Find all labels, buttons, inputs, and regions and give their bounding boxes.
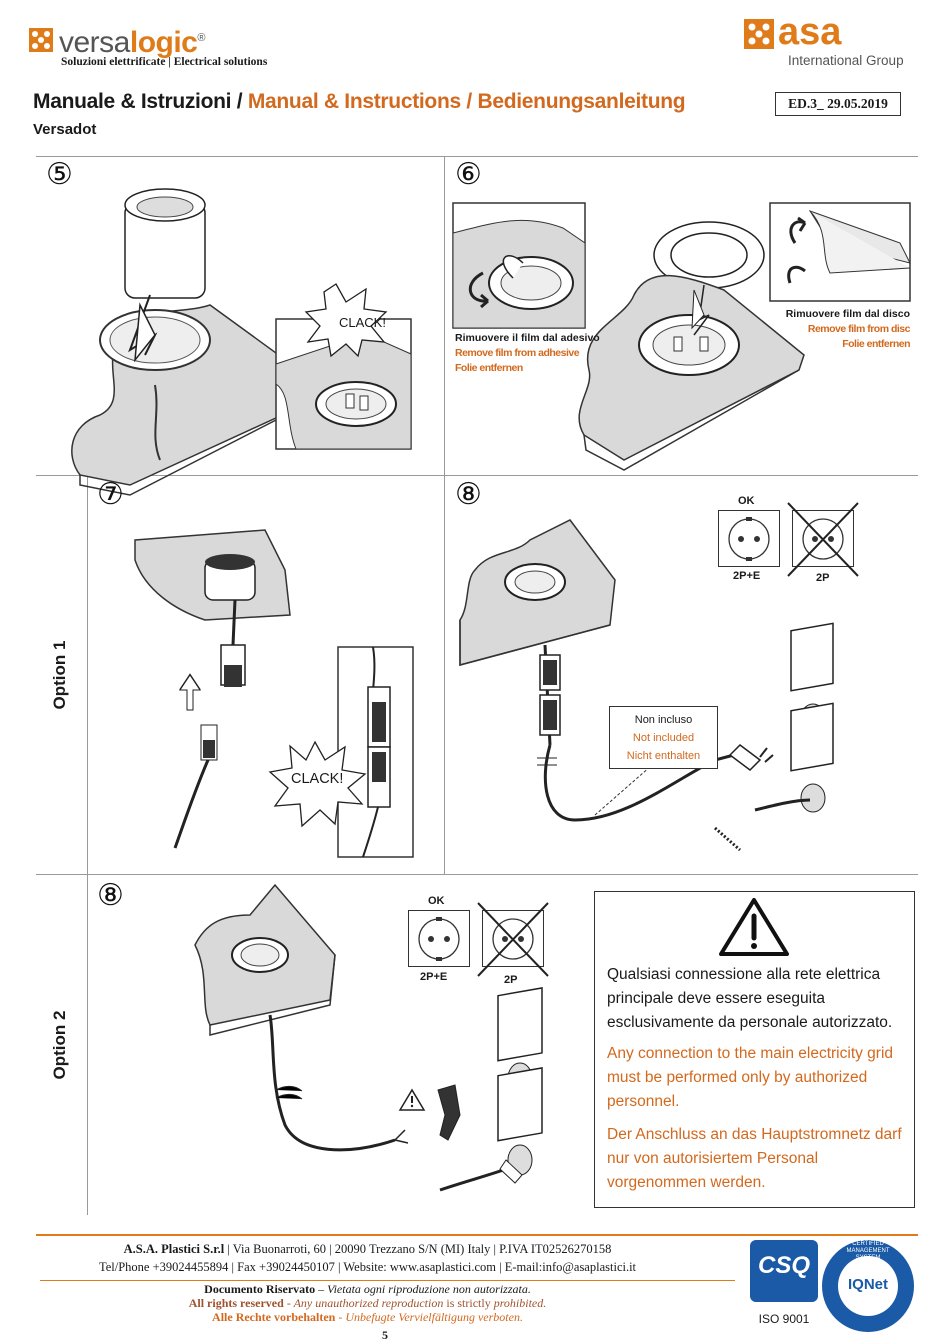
warning-triangle-icon <box>719 898 789 956</box>
csq-badge <box>750 1240 818 1302</box>
step-7-number: ⑦ <box>97 477 124 512</box>
asa-wordmark: asa <box>778 11 842 53</box>
step-5-number: ⑤ <box>46 157 73 192</box>
step-7-detail <box>337 646 414 858</box>
warning-text-it: Qualsiasi connessione alla rete elettric… <box>607 966 893 1031</box>
socket-ok-label-a: OK <box>738 495 755 507</box>
socket-2pe-label-b: 2P+E <box>420 971 448 983</box>
asa-mark-icon <box>744 19 774 49</box>
clack-label-lower: CLACK! <box>291 771 344 787</box>
iqnet-seal-icon <box>822 1240 914 1332</box>
footer-company: A.S.A. Plastici S.r.l <box>123 1242 225 1256</box>
step-5-detail <box>275 283 412 450</box>
socket-ok-2pe-b <box>408 910 470 967</box>
socket-ok-label-b: OK <box>428 895 445 907</box>
asa-subtitle: International Group <box>788 53 904 68</box>
crossed-socket-icon <box>787 502 859 577</box>
footer-address: A.S.A. Plastici S.r.l | Via Buonarroti, … <box>0 1241 735 1257</box>
iqnet-ring-text: CERTIFIED MANAGEMENT SYSTEM <box>846 1241 890 1261</box>
page-number: 5 <box>382 1328 388 1342</box>
crossed-socket-icon <box>477 902 549 977</box>
brand-tagline: Soluzioni elettrificate | Electrical sol… <box>61 56 268 68</box>
product-name: Versadot <box>33 121 97 138</box>
title-it: Manuale & Istruzioni / <box>33 90 243 113</box>
caption-disc-it: Rimuovere film dal disco <box>785 308 910 320</box>
warning-box: Qualsiasi connessione alla rete elettric… <box>594 891 915 1208</box>
socket-ok-2pe-a <box>718 510 780 567</box>
footer-reserved-en: All rights reserved - Any unauthorized r… <box>0 1296 735 1310</box>
not-included-de: Nicht enthalten <box>626 750 701 762</box>
schuko-socket-icon <box>418 917 460 961</box>
brand-prefix: versa <box>59 26 130 59</box>
not-included-it: Non incluso <box>634 714 693 726</box>
socket-no-2p-b <box>477 902 549 977</box>
footer-reserved-en-a: - Any unauthorized reproduction <box>283 1296 447 1310</box>
clack-label-top: CLACK! <box>339 315 386 330</box>
not-included-box: Non incluso Not included Nicht enthalten <box>609 706 718 769</box>
not-included-en: Not included <box>632 732 695 744</box>
step-8b-illustration <box>194 883 543 1192</box>
caption-adhesive-it: Rimuovere il film dal adesivo <box>455 332 600 344</box>
footer-reserved-en-bold: All rights reserved <box>188 1296 284 1310</box>
step-6-number: ⑥ <box>455 157 482 192</box>
footer-reserved-en-c: prohibited. <box>493 1296 547 1310</box>
grid-line-row2 <box>36 475 918 476</box>
footer-contacts: Tel/Phone +39024455894 | Fax +3902445010… <box>98 1260 637 1274</box>
grid-line-top <box>36 156 918 157</box>
step-7-illustration <box>134 529 291 849</box>
csq-iso-label: ISO 9001 <box>758 1312 810 1326</box>
csq-logo: CSQ ISO 9001 <box>750 1240 820 1330</box>
footer-separator <box>36 1234 918 1236</box>
grid-line-row3 <box>36 874 918 875</box>
footer-reserved-it: Documento Riservato – Vietata ogni ripro… <box>0 1282 735 1296</box>
footer-reserved-de-bold: Alle Rechte vorbehalten <box>212 1310 336 1324</box>
option-2-label: Option 2 <box>50 1010 69 1080</box>
socket-2p-label-b: 2P <box>504 974 518 986</box>
versalogic-logo: versalogic® Soluzioni elettrificate | El… <box>29 21 329 71</box>
step-6-detail-disc <box>769 202 911 302</box>
footer-address-line: | Via Buonarroti, 60 | 20090 Trezzano S/… <box>224 1242 612 1256</box>
option-1-label: Option 1 <box>50 640 69 710</box>
socket-no-2p-a <box>787 502 859 577</box>
step-6-detail-adhesive <box>452 202 586 329</box>
footer-reserved-en-b: is strictly <box>446 1296 494 1310</box>
footer-reserved-it-bold: Documento Riservato <box>204 1282 316 1296</box>
iqnet-wordmark: IQNet <box>847 1276 888 1293</box>
socket-2pe-label-a: 2P+E <box>733 570 761 582</box>
caption-adhesive-de: Folie entfernen <box>455 362 523 374</box>
warning-text-en: Any connection to the main electricity g… <box>607 1045 894 1110</box>
step-5-illustration <box>71 188 321 496</box>
asa-logo: asa International Group <box>744 11 904 73</box>
grid-line-center <box>444 156 445 874</box>
page-title: Manuale & Istruzioni / Manual & Instruct… <box>33 90 686 114</box>
caption-remove-disc: Rimuovere film dal disco Remove film fro… <box>745 307 911 352</box>
footer-reserved-it-text: – Vietata ogni riproduzione non autorizz… <box>315 1282 531 1296</box>
clack-burst-lower <box>268 740 367 828</box>
caption-adhesive-en: Remove film from adhesive <box>455 347 580 359</box>
step-8a-illustration <box>459 519 834 852</box>
brand-suffix: logic <box>129 26 198 59</box>
step-6-illustration <box>578 221 805 471</box>
grid-line-option-col <box>87 475 88 1215</box>
step-8a-number: ⑧ <box>455 477 482 512</box>
caption-disc-en: Remove film from disc <box>807 323 911 335</box>
caption-remove-adhesive: Rimuovere il film dal adesivo Remove fil… <box>455 331 635 376</box>
iqnet-logo: IQNet CERTIFIED MANAGEMENT SYSTEM <box>820 1238 916 1334</box>
schuko-socket-icon <box>728 517 770 561</box>
footer-separator-thin <box>40 1280 735 1281</box>
step-8b-number: ⑧ <box>97 878 124 913</box>
csq-wordmark: CSQ <box>757 1252 810 1279</box>
warning-text-de: Der Anschluss an das Hauptstromnetz darf… <box>607 1126 902 1191</box>
versalogic-mark-icon <box>29 28 53 52</box>
edition-box: ED.3_ 29.05.2019 <box>775 92 901 116</box>
footer-reserved-de: Alle Rechte vorbehalten - Unbefugte Verv… <box>0 1310 735 1324</box>
caption-disc-de: Folie entfernen <box>842 338 910 350</box>
title-de: Bedienungsanleitung <box>477 90 686 113</box>
socket-2p-label-a: 2P <box>816 572 830 584</box>
registered-mark: ® <box>197 32 205 44</box>
footer-reserved-de-text: - Unbefugte Vervielfältigung verboten. <box>335 1310 523 1324</box>
title-en: Manual & Instructions / <box>247 90 472 113</box>
